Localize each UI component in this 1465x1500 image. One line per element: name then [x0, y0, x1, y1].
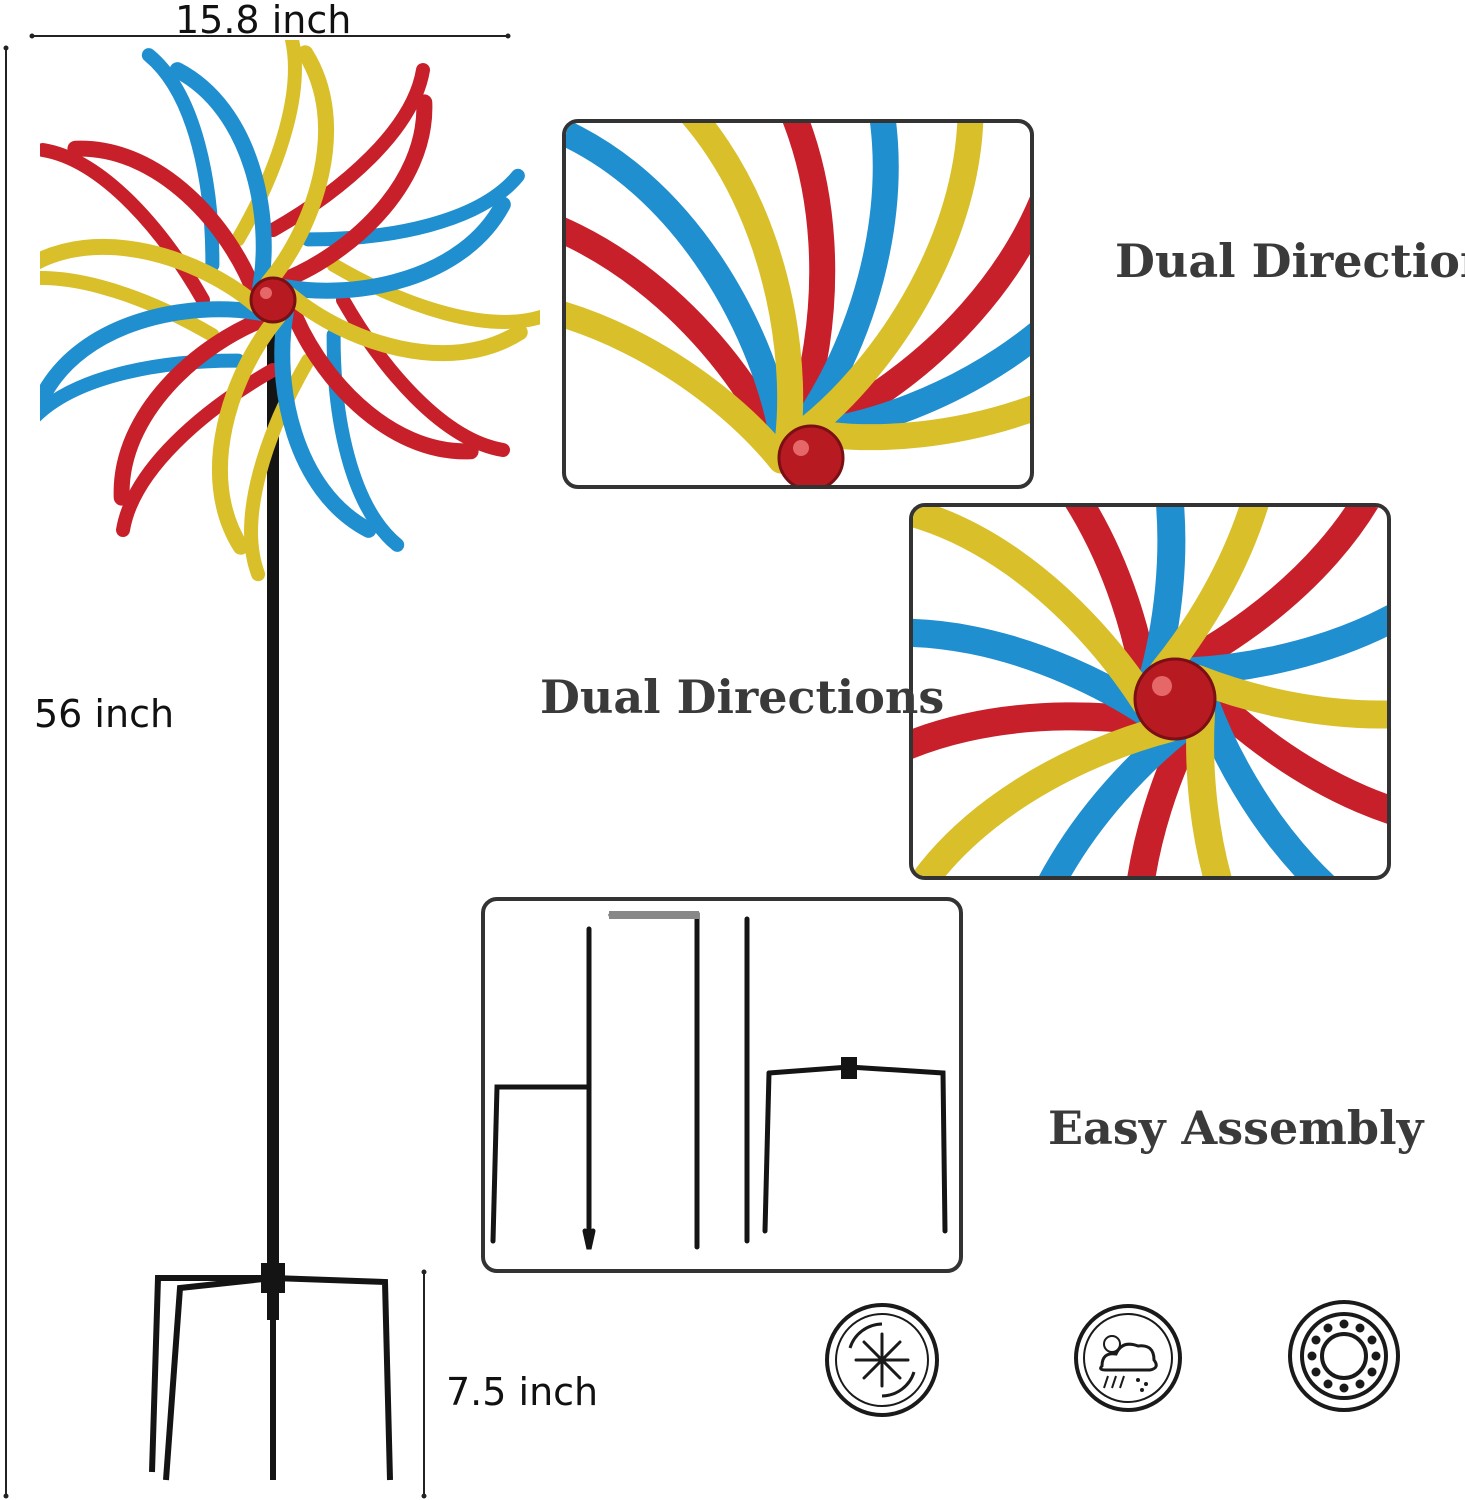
closeup-panel-top [562, 119, 1034, 489]
width-dimension-label: 15.8 inch [175, 0, 352, 42]
dual-directions-label-top: Dual Directions [1115, 234, 1465, 288]
spinner-head [40, 40, 540, 574]
closeup-panel-middle [909, 503, 1391, 880]
wind-spinner-product [40, 40, 540, 1481]
stake-base [149, 1263, 393, 1481]
assembly-parts-illustration [490, 911, 948, 1250]
wind-spin-icon [825, 1303, 939, 1417]
dual-directions-label-middle: Dual Directions [540, 670, 945, 724]
weather-resistant-icon [1074, 1304, 1182, 1412]
easy-assembly-label: Easy Assembly [1048, 1101, 1424, 1155]
closeup-photo-top [566, 123, 1030, 485]
assembly-parts-panel [481, 897, 963, 1273]
bearing-icon [1288, 1300, 1400, 1412]
stake-dimension-label: 7.5 inch [446, 1370, 599, 1414]
closeup-photo-middle [913, 507, 1387, 876]
pole [267, 320, 279, 1320]
height-dimension-label: 56 inch [34, 692, 175, 736]
